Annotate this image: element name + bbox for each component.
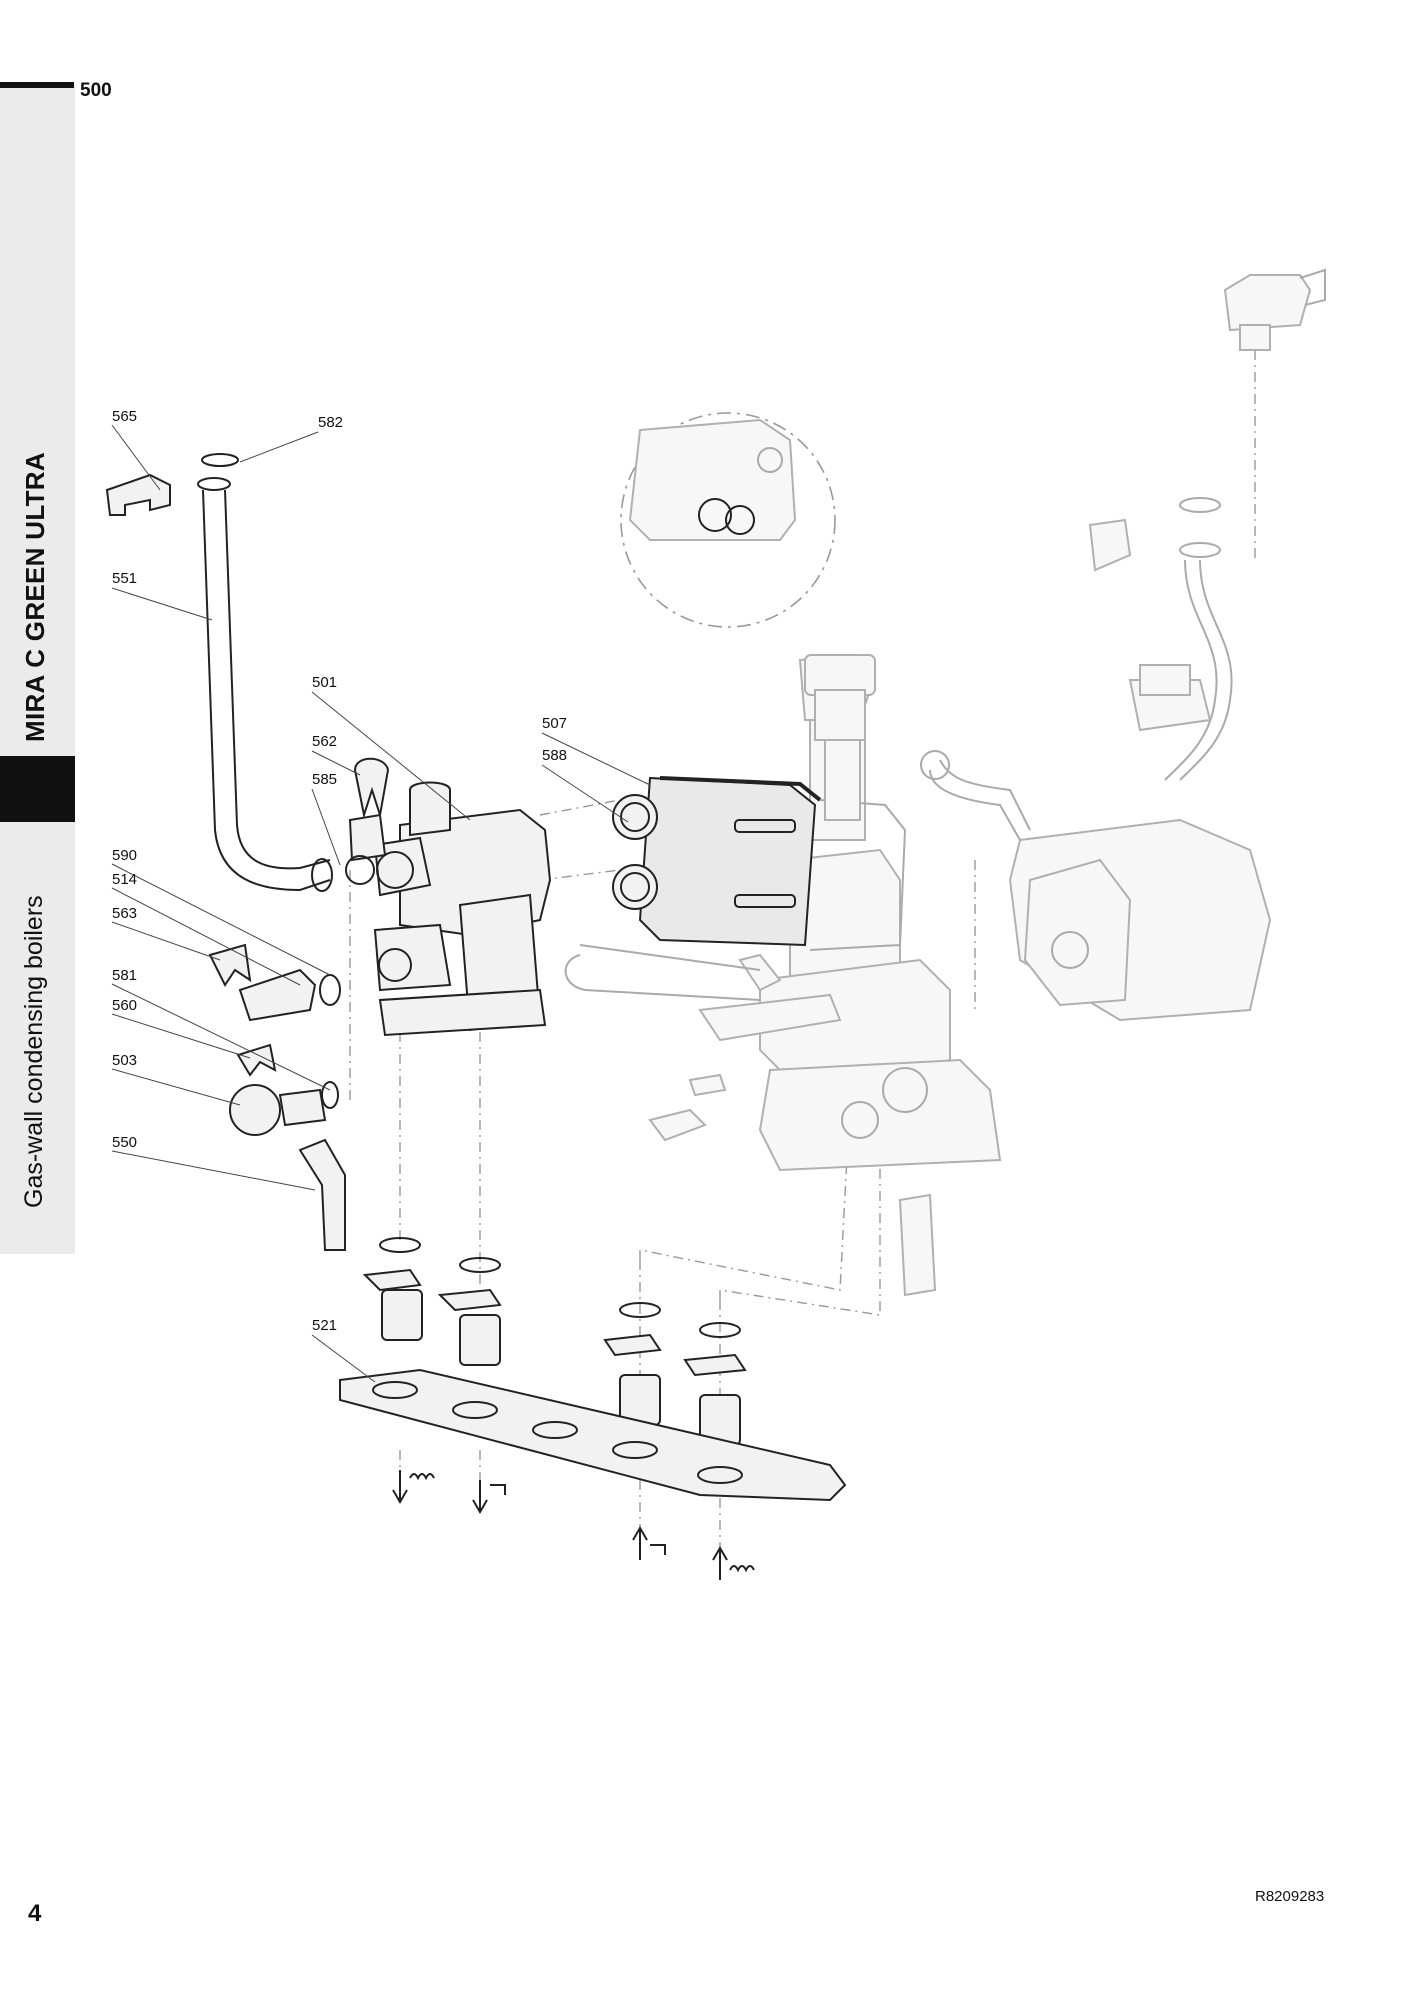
sidebar-marker xyxy=(0,756,75,822)
callout-562: 562 xyxy=(312,733,337,750)
callout-560: 560 xyxy=(112,997,137,1014)
clip-562-part xyxy=(353,757,390,819)
pump-assembly-part xyxy=(920,497,1272,1022)
callout-501: 501 xyxy=(312,674,337,691)
valve-body-part xyxy=(564,653,1002,1297)
callout-503: 503 xyxy=(112,1052,137,1069)
fittings-group-part xyxy=(362,1237,747,1446)
flow-symbols xyxy=(392,1470,755,1580)
callout-565: 565 xyxy=(112,408,137,425)
clip-565-part xyxy=(105,473,171,516)
callout-581: 581 xyxy=(112,967,137,984)
callout-590: 590 xyxy=(112,847,137,864)
callout-521: 521 xyxy=(312,1317,337,1334)
callout-labels: 565 582 551 501 562 585 507 588 590 514 … xyxy=(111,408,651,1383)
detail-inset xyxy=(620,412,836,628)
callout-582: 582 xyxy=(318,414,343,431)
callout-563: 563 xyxy=(112,905,137,922)
callout-585: 585 xyxy=(312,771,337,788)
valve-503-part xyxy=(229,1081,339,1136)
callout-514: 514 xyxy=(112,871,137,888)
pipe-551-part xyxy=(197,453,333,892)
page-number: 4 xyxy=(28,1900,42,1927)
callout-551: 551 xyxy=(112,570,137,587)
section-number: 500 xyxy=(80,80,112,101)
manifold-plate-521-part xyxy=(339,1368,847,1502)
clip-560-part xyxy=(236,1043,277,1077)
pressure-sensor-part xyxy=(1223,268,1326,351)
callout-588: 588 xyxy=(542,747,567,764)
top-rule xyxy=(0,82,74,88)
sidebar-band xyxy=(0,84,75,1254)
clip-563-part xyxy=(208,943,252,987)
callout-507: 507 xyxy=(542,715,567,732)
plate-heat-exchanger-part xyxy=(612,776,907,951)
document-reference: R8209283 xyxy=(1255,1888,1325,1905)
three-way-valve-motor-part xyxy=(804,654,876,821)
safety-valve-514-part xyxy=(238,968,341,1022)
callout-550: 550 xyxy=(112,1134,137,1151)
hydraulic-group-part xyxy=(345,781,552,1037)
elbow-550-part xyxy=(298,1138,346,1251)
